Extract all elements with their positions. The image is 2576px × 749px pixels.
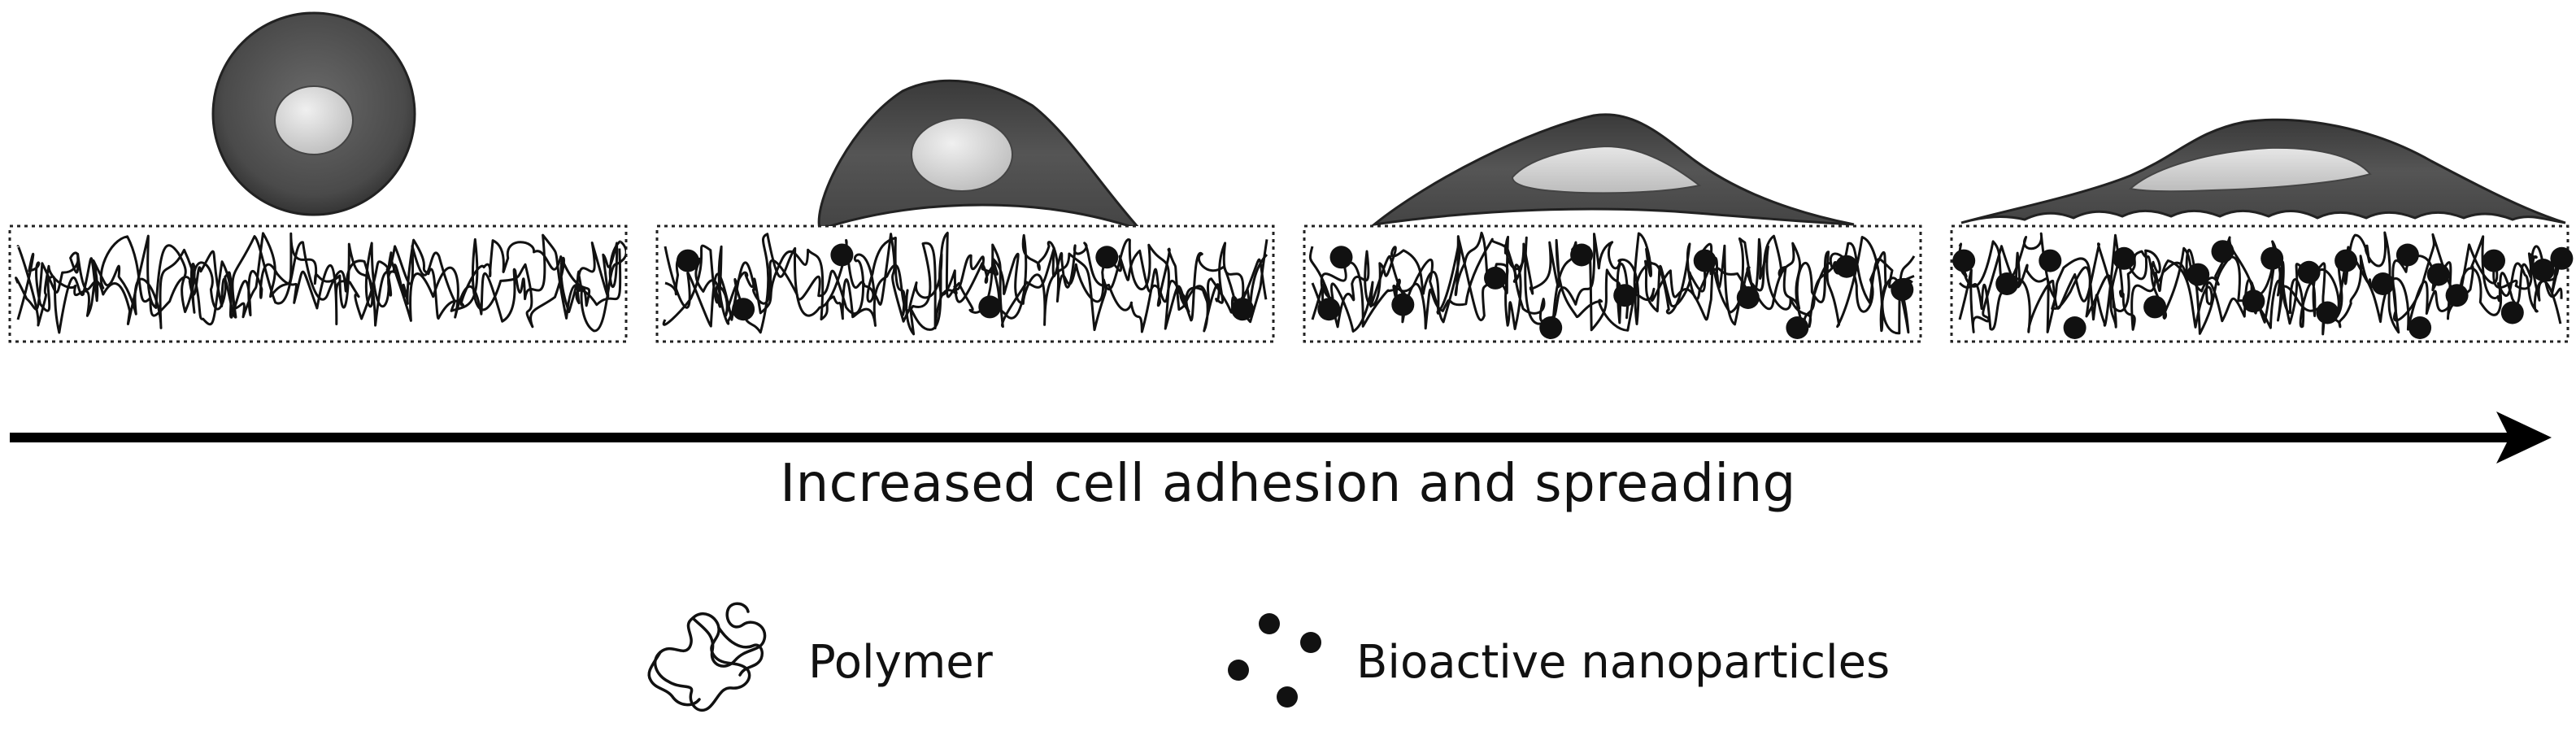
polymer-strand — [16, 235, 626, 333]
nanoparticle — [1317, 298, 1341, 321]
nanoparticle — [2143, 295, 2167, 319]
nanoparticle — [1995, 272, 2019, 295]
nanoparticle — [1329, 246, 1353, 269]
nanoparticle — [2187, 263, 2210, 286]
nanoparticle — [1095, 246, 1119, 269]
nanoparticle — [1891, 278, 1914, 302]
polymer-legend-icon — [647, 602, 767, 712]
nanoparticle — [2445, 284, 2469, 307]
nanoparticle — [676, 249, 699, 272]
nanoparticle — [2113, 246, 2136, 270]
stage-3-substrate — [1303, 224, 1922, 343]
nanoparticle — [830, 243, 854, 267]
stage-1-cell — [211, 11, 416, 216]
stage-1-nucleus — [274, 85, 354, 155]
nanoparticle — [2297, 260, 2321, 284]
nanoparticle — [2531, 259, 2555, 281]
progress-arrow — [10, 412, 2552, 464]
nanoparticle — [2482, 249, 2505, 272]
polymer-strand — [15, 232, 622, 329]
nanoparticle — [2371, 272, 2395, 295]
stage-4-nucleus — [2128, 146, 2372, 193]
arrow-head-icon — [2496, 412, 2552, 464]
nanoparticle — [2039, 249, 2062, 272]
polymer-strand — [662, 231, 1268, 336]
nanoparticle — [1835, 255, 1858, 278]
nanoparticle — [1613, 284, 1637, 307]
nanoparticle — [1736, 286, 1760, 309]
nanoparticle — [2316, 301, 2339, 324]
stage-4-substrate — [1950, 224, 2574, 343]
stage-2 — [655, 79, 1275, 343]
nanoparticle — [732, 298, 755, 321]
nanoparticle — [1693, 249, 1717, 272]
legend-nanoparticles-label: Bioactive nanoparticles — [1356, 636, 1891, 689]
stage-2-substrate — [655, 224, 1275, 343]
stage-3 — [1303, 113, 1922, 343]
nanoparticle — [1231, 298, 1255, 321]
nanoparticle — [1391, 293, 1415, 316]
nanoparticle — [2063, 316, 2086, 339]
nanoparticle — [2550, 246, 2574, 270]
nanoparticle — [2242, 290, 2265, 313]
polymer-strand — [16, 233, 621, 334]
nanoparticle — [1952, 249, 1976, 272]
stage-4-cell — [1960, 118, 2566, 224]
nanoparticle — [2408, 316, 2432, 339]
nanoparticle — [1484, 266, 1507, 290]
stage-2-nucleus — [911, 117, 1013, 192]
nanoparticle — [2500, 301, 2524, 324]
nanoparticle — [2426, 263, 2450, 286]
stage-4 — [1950, 118, 2574, 343]
stage-3-cell — [1369, 113, 1855, 227]
polymer-strand — [1958, 236, 2563, 333]
nanoparticle — [978, 295, 1002, 319]
nanoparticle — [2261, 246, 2284, 270]
nanoparticle — [2395, 243, 2419, 267]
arrow-label: Increased cell adhesion and spreading — [780, 454, 1796, 514]
stage-1 — [8, 11, 628, 343]
nanoparticle — [2211, 240, 2234, 263]
polymer-strand — [1311, 232, 1913, 333]
legend-polymer-label: Polymer — [808, 636, 993, 689]
stage-1-substrate — [8, 224, 628, 343]
polymer-strand — [1311, 231, 1915, 334]
substrate-box — [1950, 224, 2569, 343]
nanoparticles-legend-icon — [1228, 613, 1321, 708]
stage-3-nucleus — [1511, 145, 1702, 194]
stage-2-cell — [817, 79, 1144, 233]
nanoparticle — [1539, 316, 1563, 339]
nanoparticle — [2334, 249, 2358, 272]
nanoparticle — [1570, 243, 1594, 267]
nanoparticle — [1786, 316, 1809, 339]
